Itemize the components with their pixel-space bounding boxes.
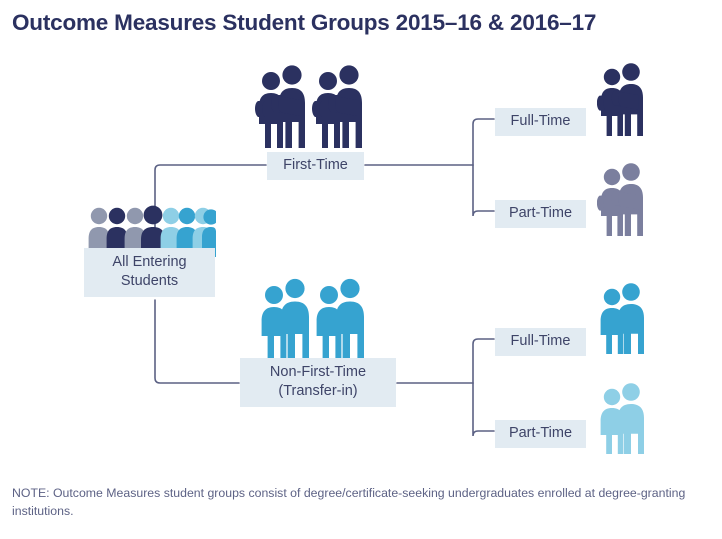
leaf-label-non-first-time-full-time: Full-Time	[495, 328, 586, 356]
tree-diagram: All Entering Students	[0, 48, 722, 473]
students-with-backpacks-icon-first-time-full-time	[596, 60, 659, 141]
footer-note: NOTE: Outcome Measures student groups co…	[12, 486, 686, 518]
students-icon-non-first-time	[258, 276, 376, 363]
leaf-label-non-first-time-part-time: Part-Time	[495, 420, 586, 448]
leaf-label-first-time-part-time: Part-Time	[495, 200, 586, 228]
page-title: Outcome Measures Student Groups 2015–16 …	[12, 10, 597, 35]
node-label-first-time: First-Time	[267, 152, 364, 180]
leaf-label-first-time-full-time: Full-Time	[495, 108, 586, 136]
students-with-backpacks-icon-first-time	[255, 62, 377, 153]
connector-lines	[154, 118, 495, 437]
students-icon-non-first-time-full-time	[597, 280, 659, 359]
students-with-backpacks-icon-first-time-part-time	[596, 160, 659, 241]
students-icon-non-first-time-part-time	[597, 380, 659, 459]
node-label-all-entering-students: All Entering Students	[84, 248, 215, 297]
node-label-non-first-time: Non-First-Time (Transfer-in)	[240, 358, 396, 407]
